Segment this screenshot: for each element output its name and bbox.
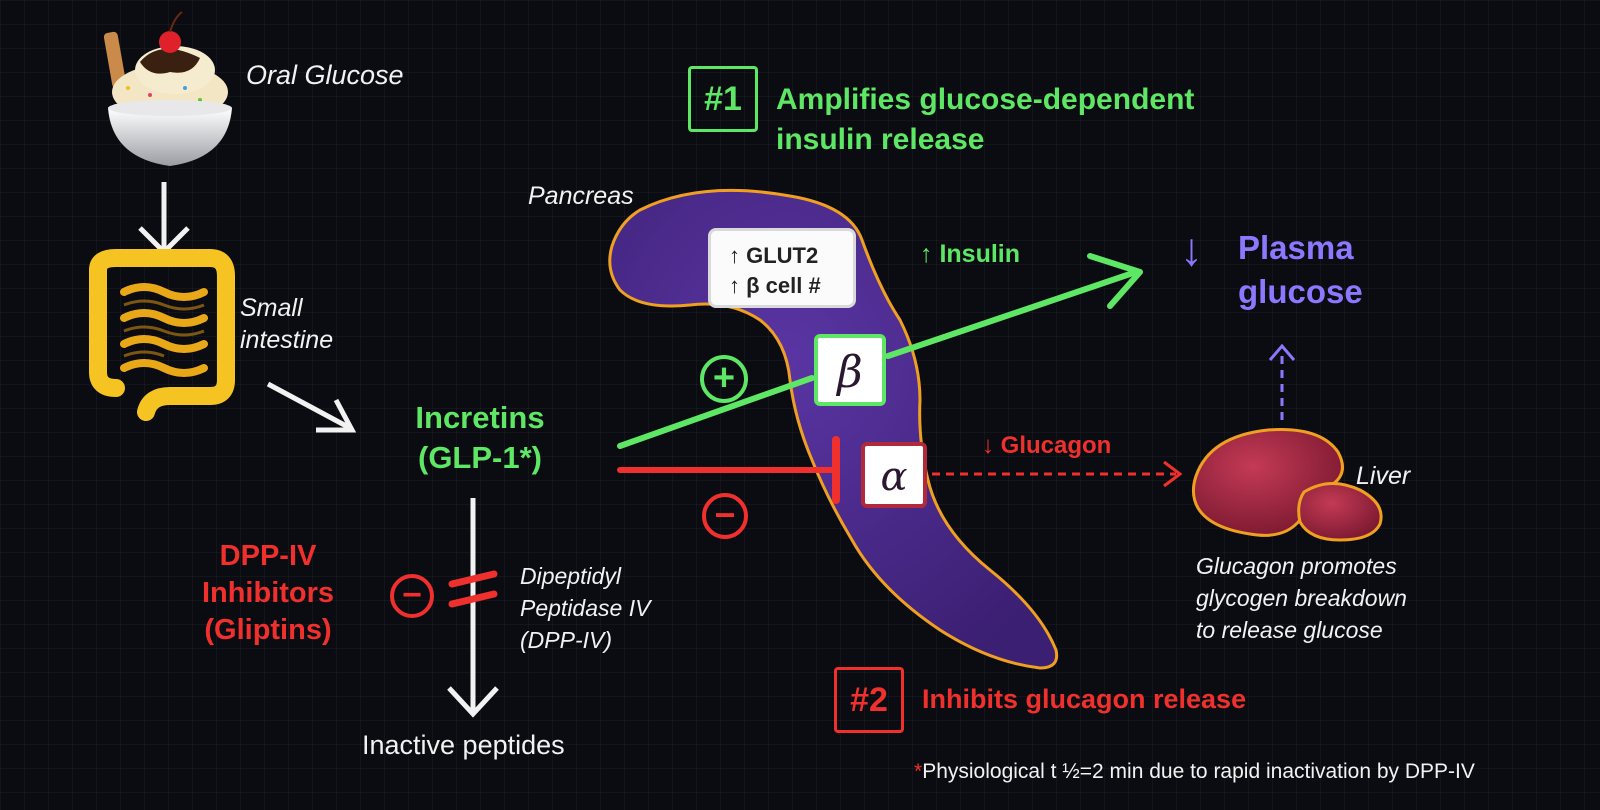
step1-text-line1: Amplifies glucose-dependent [776,83,1195,116]
incretins-label-line2: (GLP-1*) [418,440,542,475]
footnote: *Physiological t ½=2 min due to rapid in… [914,760,1475,784]
inactive-peptides-label: Inactive peptides [362,730,565,760]
pancreas-shape [608,188,1059,670]
plasma-glucose-label: Plasma glucose [1238,226,1363,314]
stimulation-plus-sign: + [700,355,748,403]
step1-badge: #1 [688,66,758,132]
dpp-enzyme-label: Dipeptidyl Peptidase IV (DPP-IV) [520,560,650,656]
small-intestine-icon [89,249,235,421]
beta-cell-count-label: ↑ β cell # [729,273,821,298]
insulin-label: ↑ Insulin [920,240,1020,268]
beta-cell-box: β [814,334,886,406]
incretins-label-line1: Incretins [415,400,545,435]
footnote-text: Physiological t ½=2 min due to rapid ina… [922,760,1475,783]
step1-text: Amplifies glucose-dependent insulin rele… [776,80,1194,160]
glut2-label: ↑ GLUT2 [729,243,819,268]
plasma-glucose-down-arrow: ↓ [1180,223,1203,275]
plasma-glucose-line1: Plasma [1238,229,1354,266]
liver-note: Glucagon promotes glycogen breakdown to … [1196,550,1407,646]
liver-label: Liver [1356,462,1411,490]
step2-text: Inhibits glucagon release [922,684,1247,714]
liver-note-line2: glycogen breakdown [1196,585,1407,611]
footnote-asterisk: * [914,760,923,783]
step1-text-line2: insulin release [776,123,985,156]
liver-to-plasma-dashed-arrow [1268,343,1296,420]
dpp-inhibitors-line3: (Gliptins) [204,614,332,646]
small-intestine-label-line2: intestine [240,326,334,354]
pancreas-label: Pancreas [528,182,634,210]
small-intestine-label-line1: Small [240,294,303,322]
arrow-to-intestine [138,182,190,256]
dpp-enzyme-line2: Peptidase IV [520,595,651,621]
inhibition-minus-sign: − [702,493,748,539]
insulin-stimulation-arrow [617,253,1143,449]
liver-note-line3: to release glucose [1196,617,1383,643]
plasma-glucose-line2: glucose [1238,273,1363,310]
step2-badge: #2 [834,667,904,733]
sundae-icon [103,11,232,166]
dpp-blockade-bars [448,570,498,608]
dpp-enzyme-line3: (DPP-IV) [520,627,612,653]
liver-note-line1: Glucagon promotes [1196,553,1397,579]
dpp-enzyme-line1: Dipeptidyl [520,563,621,589]
incretins-label: Incretins (GLP-1*) [380,398,580,478]
oral-glucose-label: Oral Glucose [246,60,404,90]
glucagon-dashed-arrow [932,460,1183,488]
alpha-cell-box: α [861,442,927,508]
dpp-inhibitors-line1: DPP-IV [219,540,317,572]
small-intestine-label: Small intestine [240,292,333,356]
glucagon-inhibition-line [617,436,840,504]
dpp-inhibitor-minus-sign: − [390,574,434,618]
glut2-beta-cell-box: ↑ GLUT2 ↑ β cell # [708,228,856,308]
dpp-inhibitors-line2: Inhibitors [201,577,335,609]
arrow-to-inactive-peptides [447,498,499,718]
liver-icon [1191,427,1383,542]
glucagon-label: ↓ Glucagon [982,432,1112,459]
arrow-to-incretins [266,381,357,433]
dpp-inhibitors-label: DPP-IV Inhibitors (Gliptins) [178,538,358,649]
